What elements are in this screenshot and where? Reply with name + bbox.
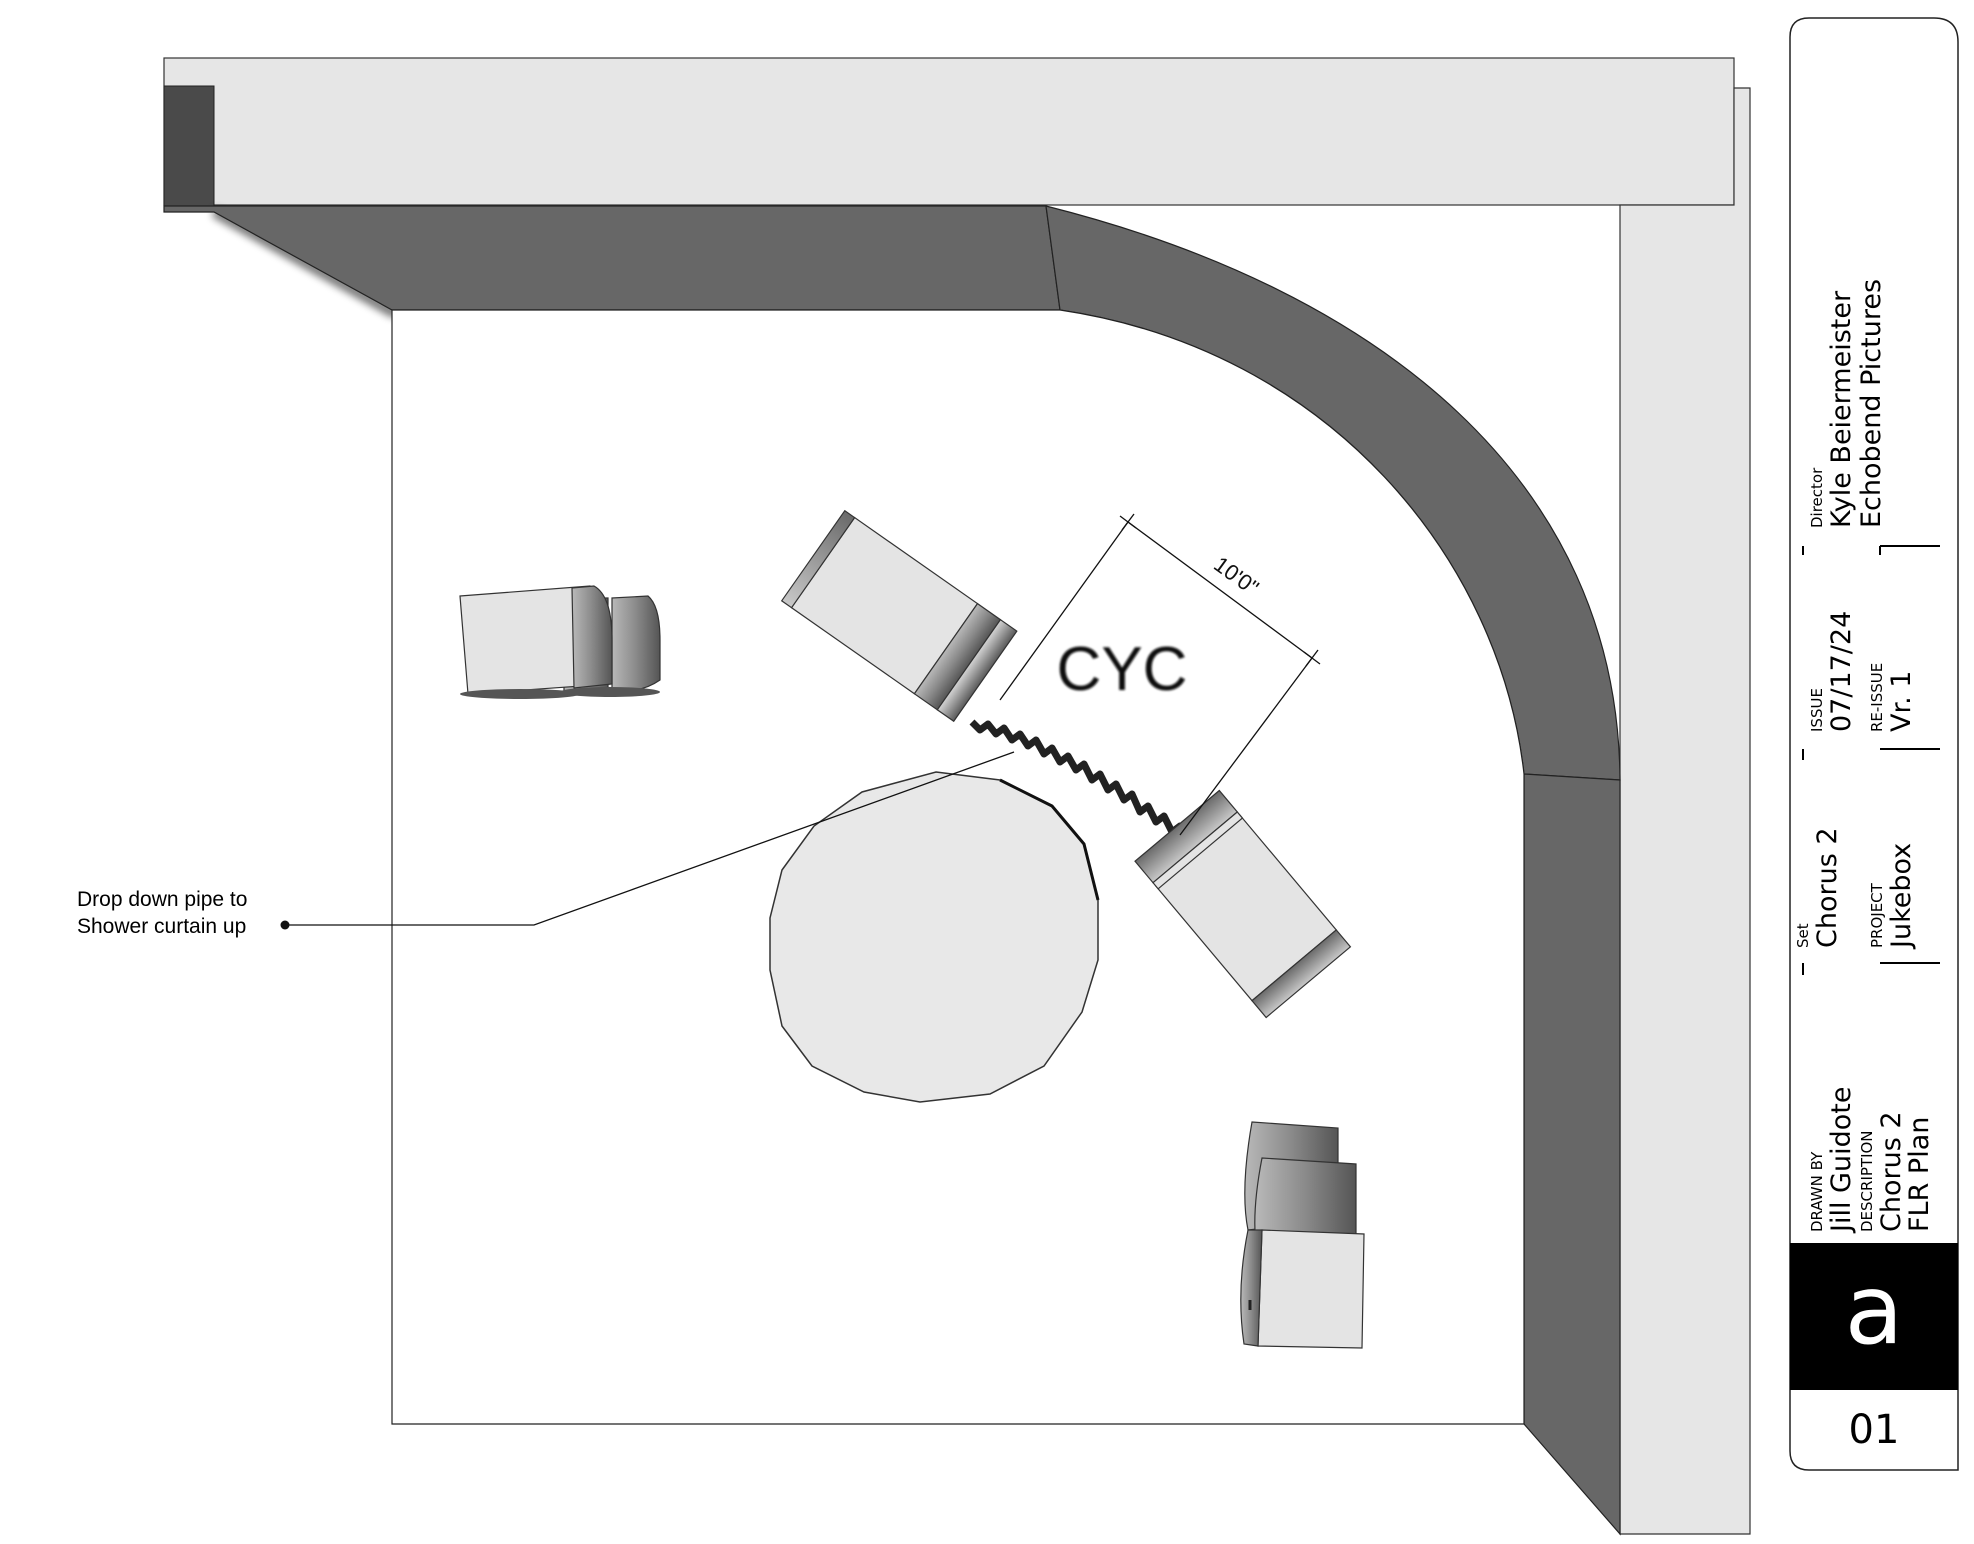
callout-line-1: Drop down pipe to bbox=[77, 888, 247, 911]
top-wall-light bbox=[163, 57, 1735, 206]
description-label: DESCRIPTION bbox=[1858, 1130, 1876, 1232]
drawn-by-value: Jill Guidote bbox=[1826, 1087, 1857, 1234]
callout-line-2: Shower curtain up bbox=[77, 915, 246, 938]
sheet-letter: a bbox=[1845, 1254, 1904, 1366]
reissue-value: Vr. 1 bbox=[1886, 671, 1917, 732]
cyc-wall-right bbox=[1523, 773, 1621, 1536]
round-table bbox=[769, 771, 1099, 1103]
callout-leader bbox=[280, 751, 1015, 930]
top-left-wall-stub bbox=[163, 85, 215, 207]
project-label: PROJECT bbox=[1868, 882, 1886, 948]
chair-right bbox=[1134, 789, 1352, 1019]
cyc-label: CYC bbox=[1057, 635, 1188, 704]
director-name: Kyle Beiermeister bbox=[1826, 290, 1857, 528]
right-wall-light bbox=[1619, 87, 1751, 1535]
director-label: Director bbox=[1808, 467, 1826, 528]
title-block: a 01 Director Kyle Beiermeister Echobend… bbox=[1789, 17, 1959, 1471]
project-value: Jukebox bbox=[1886, 843, 1917, 950]
chair-stack-bottom bbox=[1240, 1121, 1365, 1349]
set-value: Chorus 2 bbox=[1812, 827, 1843, 948]
set-label: Set bbox=[1794, 923, 1812, 948]
dimension-cyc bbox=[999, 513, 1321, 836]
issue-label: ISSUE bbox=[1808, 688, 1826, 732]
callout-text: Drop down pipe to Shower curtain up bbox=[77, 888, 253, 938]
chair-left bbox=[459, 585, 661, 699]
issue-date: 07/17/24 bbox=[1826, 611, 1857, 732]
reissue-label: RE-ISSUE bbox=[1868, 663, 1886, 732]
chair-middle bbox=[780, 509, 1018, 723]
description-line-1: Chorus 2 bbox=[1876, 1111, 1907, 1232]
sheet-letter-box bbox=[1790, 1243, 1958, 1390]
company-name: Echobend Pictures bbox=[1856, 279, 1887, 528]
drawn-by-label: DRAWN BY bbox=[1808, 1151, 1826, 1232]
cyc-wall-top bbox=[163, 205, 1061, 311]
description-line-2: FLR Plan bbox=[1904, 1117, 1935, 1232]
sheet-number: 01 bbox=[1849, 1407, 1900, 1453]
